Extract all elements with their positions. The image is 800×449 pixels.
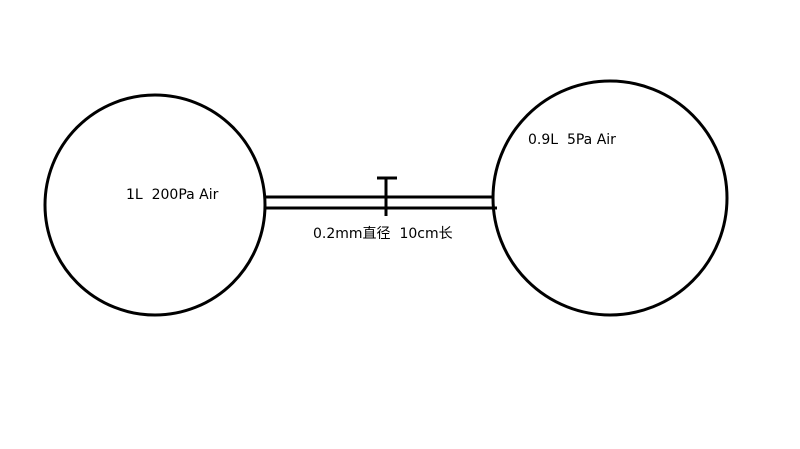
right-container: [491, 79, 729, 317]
left-container-label: 1L 200Pa Air: [126, 187, 219, 203]
right-container-label: 0.9L 5Pa Air: [528, 132, 616, 148]
connecting-tube: [266, 195, 497, 210]
valve-icon: [377, 176, 397, 216]
left-container: [43, 93, 267, 317]
tube-label: 0.2mm直径 10cm长: [313, 226, 453, 242]
